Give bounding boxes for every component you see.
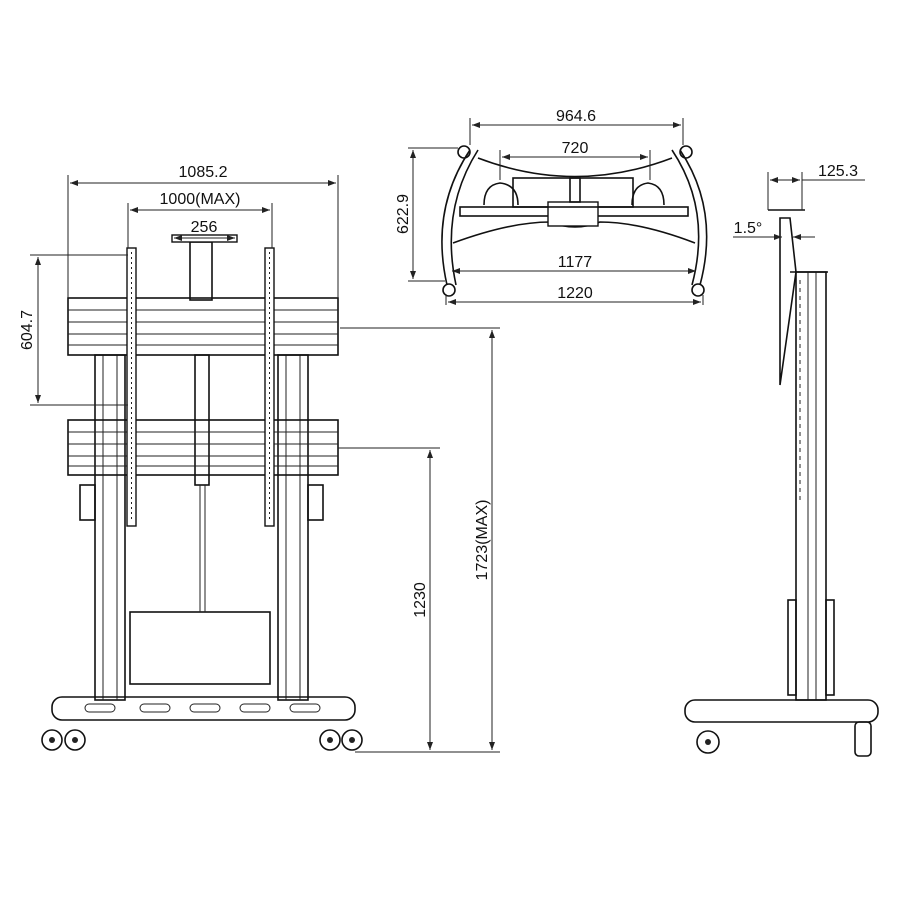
- dimension-lines: [30, 175, 500, 753]
- dim-height-lower: 1230: [412, 582, 429, 618]
- dim-top-plate: 256: [191, 219, 218, 236]
- dim-tilt-angle: 1.5°: [734, 220, 763, 237]
- mounting-rails: [79, 247, 324, 527]
- dim-width-mount-max: 1000(MAX): [160, 191, 241, 208]
- dim-wheel-span: 1177: [558, 254, 593, 271]
- shelf: [129, 611, 271, 685]
- base: [51, 696, 356, 721]
- dim-width-handles: 964.6: [556, 108, 596, 125]
- dim-width-overall: 1085.2: [179, 164, 228, 181]
- dim-mount-height: 604.7: [19, 310, 36, 350]
- dim-width-inner: 720: [562, 140, 589, 157]
- top-view: 964.6 720 622.9 1177 1220: [395, 108, 708, 305]
- dim-depth: 622.9: [395, 194, 412, 234]
- center-column: [171, 234, 238, 612]
- dim-width-base: 1220: [557, 285, 593, 302]
- dim-shelf-depth: 125.3: [818, 163, 858, 180]
- front-view: 1085.2 1000(MAX) 256 604.7 1230 1723(MAX…: [19, 164, 500, 753]
- casters: [41, 729, 363, 751]
- dim-height-max: 1723(MAX): [474, 500, 491, 581]
- side-view: 125.3 1.5°: [684, 163, 879, 757]
- crossbar-lower: [67, 419, 339, 476]
- crossbar-upper: [67, 297, 339, 356]
